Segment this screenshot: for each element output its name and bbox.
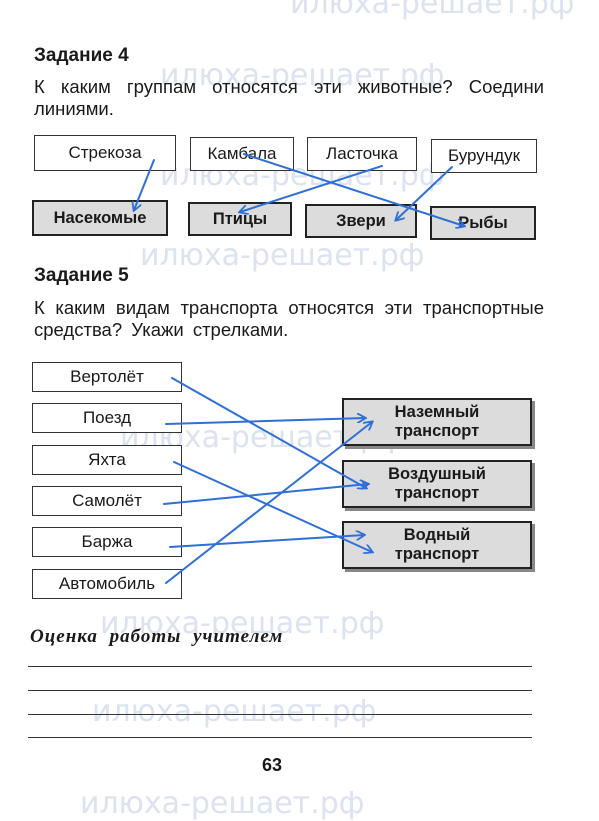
arrow-line xyxy=(243,153,464,226)
vehicle-box[interactable]: Баржа xyxy=(32,527,182,557)
vehicle-box[interactable]: Автомобиль xyxy=(32,569,182,599)
arrow-line xyxy=(169,535,364,548)
arrow-line xyxy=(240,165,383,212)
vehicle-label: Яхта xyxy=(88,450,126,469)
arrow-line xyxy=(165,422,372,584)
arrow-line xyxy=(171,377,366,488)
vehicle-label: Автомобиль xyxy=(58,574,156,593)
task4-instructions: К каким группам относятся эти животные? … xyxy=(34,76,544,119)
vehicle-box[interactable]: Вертолёт xyxy=(32,362,182,392)
transport-type-line: Воздушный xyxy=(388,465,486,483)
watermark: илюха-решает.рф xyxy=(100,606,385,641)
transport-type-line: Водный xyxy=(403,526,471,544)
group-label: Птицы xyxy=(212,209,268,228)
writing-line[interactable] xyxy=(28,666,532,667)
transport-type-line: Наземный xyxy=(394,403,480,421)
writing-line[interactable] xyxy=(28,690,532,691)
arrow-line xyxy=(165,418,365,425)
group-box[interactable]: Насекомые xyxy=(32,200,168,236)
page-number: 63 xyxy=(262,755,283,775)
vehicle-box[interactable]: Яхта xyxy=(32,445,182,475)
watermark: илюха-решает.рф xyxy=(80,786,365,821)
animal-label: Бурундук xyxy=(447,146,521,165)
group-box[interactable]: Рыбы xyxy=(430,206,536,240)
task5-instructions: К каким видам транспорта относятся эти т… xyxy=(34,297,544,340)
vehicle-label: Баржа xyxy=(81,532,133,551)
arrow-line xyxy=(134,159,155,210)
vehicle-label: Самолёт xyxy=(72,491,142,510)
animal-box[interactable]: Бурундук xyxy=(431,139,537,173)
watermark: илюха-решает.рф xyxy=(290,0,575,21)
watermark: илюха-решает.рф xyxy=(92,694,377,729)
watermark: илюха-решает.рф xyxy=(160,58,445,93)
animal-label: Ласточка xyxy=(326,144,398,163)
task4-heading: Задание 4 xyxy=(34,45,129,66)
transport-type-line: транспорт xyxy=(394,484,480,502)
transport-type-line: транспорт xyxy=(394,422,480,440)
transport-type-line: транспорт xyxy=(394,545,480,563)
watermark: илюха-решает.рф xyxy=(140,238,425,273)
teacher-evaluation-label: Оценка работы учителем xyxy=(30,626,284,647)
arrow-line xyxy=(163,484,368,505)
writing-line[interactable] xyxy=(28,714,532,715)
task5-heading: Задание 5 xyxy=(34,265,129,286)
animal-box[interactable]: Ласточка xyxy=(307,137,417,171)
group-label: Звери xyxy=(336,211,386,230)
writing-line[interactable] xyxy=(28,737,532,738)
animal-label: Стрекоза xyxy=(68,143,142,162)
vehicle-box[interactable]: Самолёт xyxy=(32,486,182,516)
group-label: Насекомые xyxy=(53,208,147,227)
vehicle-label: Вертолёт xyxy=(70,367,144,386)
group-label: Рыбы xyxy=(458,213,508,232)
vehicle-label: Поезд xyxy=(82,408,132,427)
arrow-line xyxy=(396,166,453,220)
vehicle-box[interactable]: Поезд xyxy=(32,403,182,433)
